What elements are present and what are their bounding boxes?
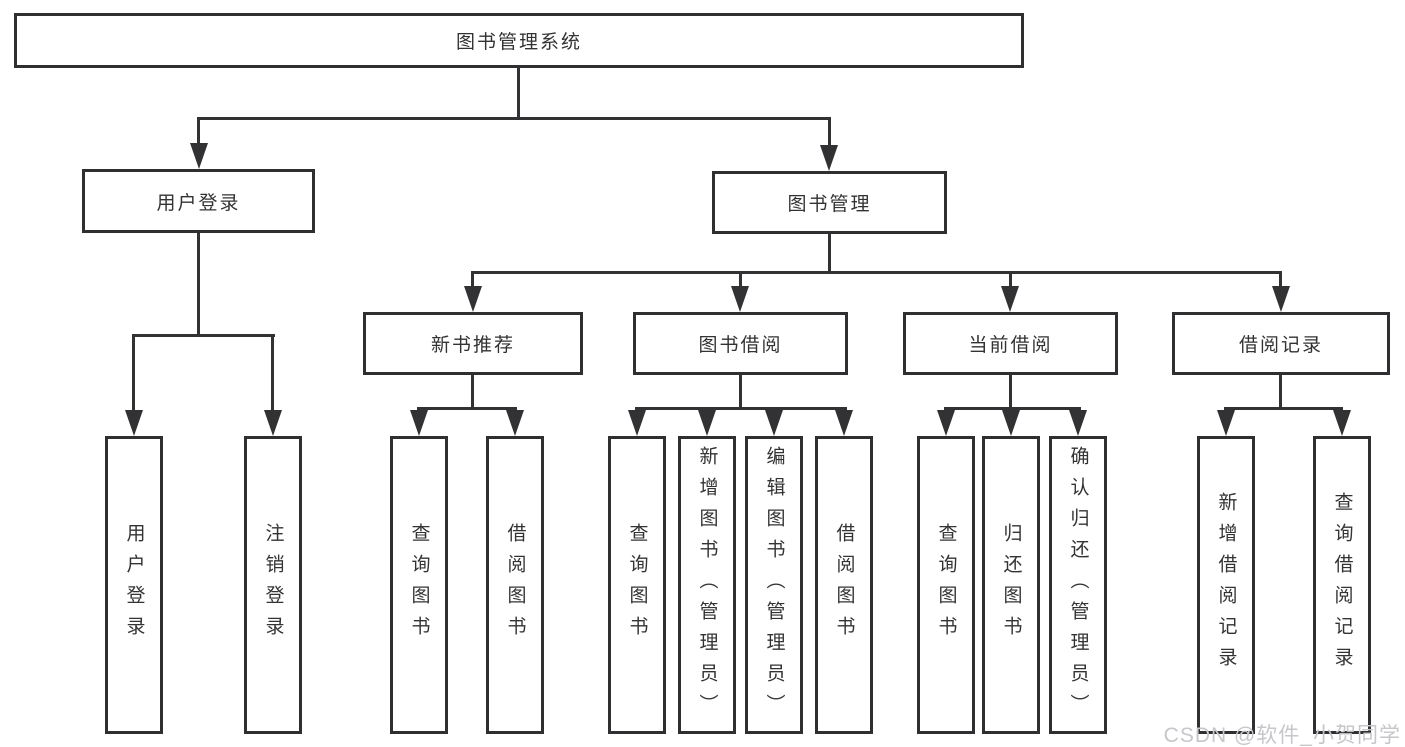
leaf-bb-add-book-admin: 新增图书（管理员） [678,436,736,734]
arrowhead-cb-leaf2 [1002,410,1020,436]
arrowhead-cb-leaf1 [937,410,955,436]
node-current-borrow-label: 当前借阅 [968,335,1053,356]
leaf-nbr-borrow-book-label: 借阅图书 [504,523,526,647]
leaf-logout-label: 注销登录 [262,523,284,647]
leaf-bb-edit-book-admin-label: 编辑图书（管理员） [763,445,785,725]
leaf-nbr-borrow-book: 借阅图书 [486,436,544,734]
node-root: 图书管理系统 [14,13,1024,68]
leaf-bb-add-book-admin-label: 新增图书（管理员） [696,445,718,725]
arrowhead-br-leaf2 [1333,410,1351,436]
arrowhead-nbr-leaf2 [506,410,524,436]
leaf-cb-return-book-label: 归还图书 [1000,523,1022,647]
leaf-bb-query-book: 查询图书 [608,436,666,734]
connector-root-drop-vline [517,68,520,118]
leaf-br-query-record: 查询借阅记录 [1313,436,1371,734]
node-book-borrow-label: 图书借阅 [698,335,783,356]
leaf-br-add-record: 新增借阅记录 [1197,436,1255,734]
arrowhead-to-book-mgmt [820,145,838,171]
arrowhead-br-leaf1 [1217,410,1235,436]
csdn-watermark: CSDN @软件_小贺同学 [1163,724,1401,747]
connector-to-new-book-rec-vline [471,271,474,288]
arrowhead-bb-leaf1 [628,410,646,436]
arrowhead-to-user-login [190,143,208,169]
arrowhead-to-book-borrow [731,286,749,312]
arrowhead-bb-leaf3 [765,410,783,436]
leaf-logout: 注销登录 [244,436,302,734]
node-borrow-record-label: 借阅记录 [1238,335,1323,356]
arrowhead-to-current-borrow [1001,286,1019,312]
node-root-label: 图书管理系统 [455,32,582,53]
connector-to-current-borrow-vline [1009,271,1012,288]
arrowhead-nbr-leaf1 [410,410,428,436]
connector-new-book-rec-drop-vline [471,375,474,410]
arrowhead-to-leaf-login [125,410,143,436]
node-user-login: 用户登录 [82,169,315,233]
connector-book-borrow-drop-vline [739,375,742,410]
leaf-user-login: 用户登录 [105,436,163,734]
arrowhead-to-leaf-logout [264,410,282,436]
leaf-nbr-query-book-label: 查询图书 [408,523,430,647]
node-new-book-rec: 新书推荐 [363,312,583,375]
leaf-cb-confirm-return-admin-label: 确认归还（管理员） [1067,445,1089,725]
node-book-mgmt-label: 图书管理 [787,194,872,215]
arrowhead-to-borrow-record [1272,286,1290,312]
connector-to-book-mgmt-vline [828,117,831,147]
node-current-borrow: 当前借阅 [903,312,1118,375]
leaf-nbr-query-book: 查询图书 [390,436,448,734]
leaf-cb-return-book: 归还图书 [982,436,1040,734]
node-user-login-label: 用户登录 [156,192,241,214]
connector-user-login-hline [132,334,275,337]
connector-to-user-login-vline [197,117,200,145]
node-new-book-rec-label: 新书推荐 [430,335,515,356]
leaf-user-login-label: 用户登录 [123,523,145,647]
connector-borrow-record-hline [1224,407,1343,410]
arrowhead-bb-leaf4 [835,410,853,436]
node-borrow-record: 借阅记录 [1172,312,1390,375]
connector-root-hline [197,117,831,120]
connector-user-login-drop-vline [197,233,200,337]
node-book-borrow: 图书借阅 [633,312,848,375]
arrowhead-cb-leaf3 [1069,410,1087,436]
connector-book-mgmt-drop-vline [828,234,831,274]
leaf-cb-query-book-label: 查询图书 [935,523,957,647]
connector-new-book-rec-hline [417,407,517,410]
leaf-bb-query-book-label: 查询图书 [626,523,648,647]
connector-current-borrow-hline [944,407,1081,410]
connector-to-book-borrow-vline [739,271,742,288]
leaf-bb-borrow-book: 借阅图书 [815,436,873,734]
connector-borrow-record-drop-vline [1279,375,1282,410]
leaf-cb-confirm-return-admin: 确认归还（管理员） [1049,436,1107,734]
leaf-cb-query-book: 查询图书 [917,436,975,734]
leaf-br-add-record-label: 新增借阅记录 [1215,492,1237,678]
connector-book-borrow-hline [635,407,847,410]
connector-to-leaf-logout-vline [271,334,274,412]
arrowhead-to-new-book-rec [464,286,482,312]
node-book-mgmt: 图书管理 [712,171,947,234]
leaf-bb-borrow-book-label: 借阅图书 [833,523,855,647]
leaf-bb-edit-book-admin: 编辑图书（管理员） [745,436,803,734]
connector-current-borrow-drop-vline [1009,375,1012,410]
arrowhead-bb-leaf2 [698,410,716,436]
connector-to-leaf-login-vline [132,334,135,412]
connector-to-borrow-record-vline [1279,271,1282,288]
connector-book-mgmt-hline [471,271,1282,274]
leaf-br-query-record-label: 查询借阅记录 [1331,492,1353,678]
